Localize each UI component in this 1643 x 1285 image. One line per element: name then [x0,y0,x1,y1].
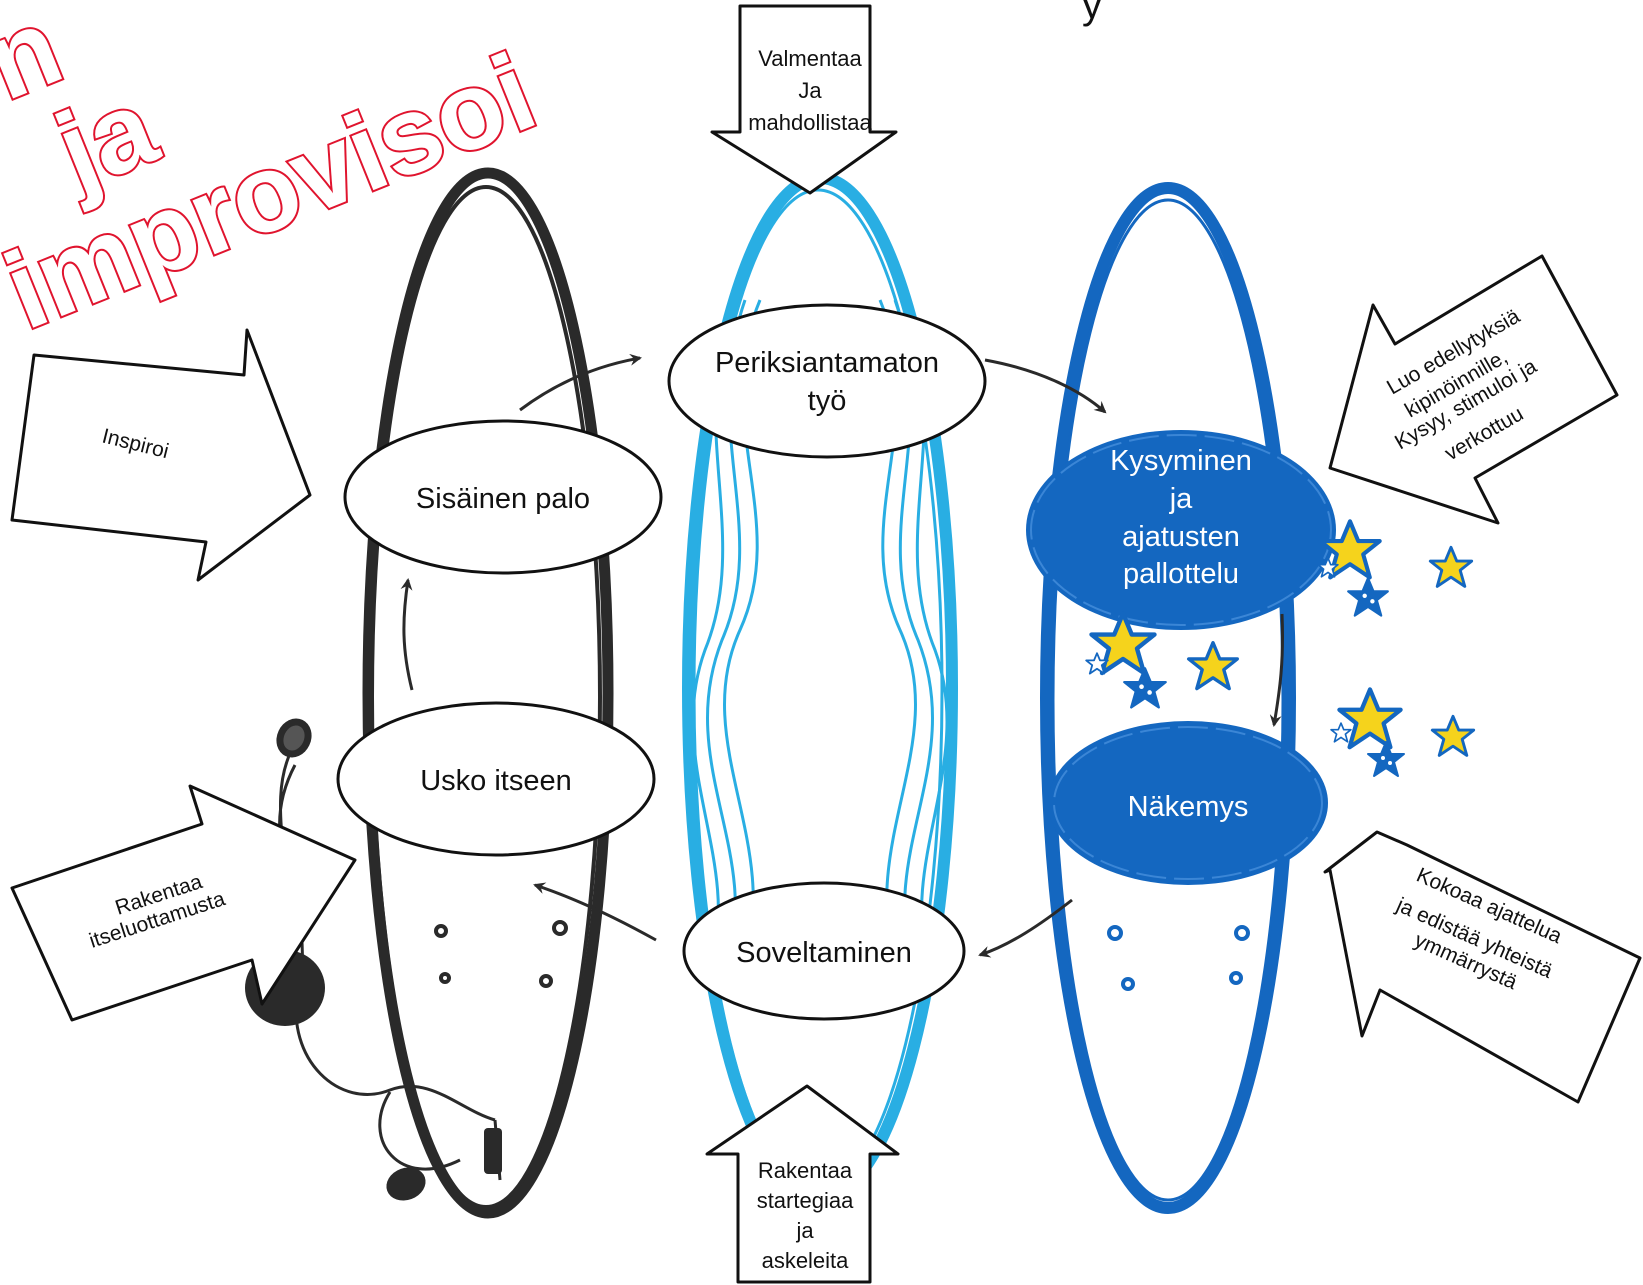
arrow-strategia-line-2: startegiaa [757,1188,854,1213]
node-kysyminen-line-4: pallottelu [1123,558,1239,590]
arrow-luo-edellytyksia: Luo edellytyksiä kipinöinnille, Kysyy, s… [1330,256,1617,523]
board-left [245,173,608,1213]
node-sisainen-palo-label: Sisäinen palo [416,483,590,515]
node-kysyminen-line-2: ja [1169,483,1193,515]
node-nakemys-label: Näkemys [1128,791,1249,823]
arrow-strategia-line-4: askeleita [762,1248,850,1273]
node-soveltaminen-label: Soveltaminen [736,937,912,969]
board-left-screws [436,922,566,986]
node-usko-itseen: Usko itseen [338,703,654,855]
arrow-strategia: Rakentaa startegiaa ja askeleita [707,1086,898,1282]
node-periksiantamaton-line-1: Periksiantamaton [715,347,939,379]
node-periksiantamaton-line-2: työ [808,385,847,417]
node-sisainen-palo: Sisäinen palo [345,421,661,573]
arrow-kysyminen-to-nakemys [1274,614,1283,725]
arrow-valmentaa-line-2: Ja [798,78,822,103]
arrow-valmentaa: Valmentaa Ja mahdollistaa [712,6,896,193]
arrow-strategia-line-3: ja [795,1218,814,1243]
board-right [1046,188,1290,1208]
node-usko-itseen-label: Usko itseen [420,765,572,797]
arrow-strategia-line-1: Rakentaa [758,1158,853,1183]
arrow-kokoaa: Kokoaa ajattelua ja edistää yhteistä ymm… [1325,832,1640,1102]
node-kysyminen-line-1: Kysyminen [1110,445,1252,477]
arrow-usko-to-palo [404,580,412,690]
arrow-valmentaa-line-3: mahdollistaa [748,110,872,135]
node-soveltaminen: Soveltaminen [684,883,964,1019]
top-cut-text: y [1082,0,1102,27]
arrow-valmentaa-line-1: Valmentaa [758,46,862,71]
node-kysyminen: Kysyminen ja ajatusten pallottelu [1026,430,1336,630]
node-nakemys: Näkemys [1048,721,1328,885]
board-right-screws [1109,927,1248,989]
node-periksiantamaton: Periksiantamaton työ [669,305,985,457]
node-kysyminen-line-3: ajatusten [1122,521,1240,553]
arrow-inspiroi: Inspiroi [12,330,310,580]
earphone-mic [484,1128,502,1174]
arrow-periksiantamaton-to-kysyminen [985,360,1105,412]
